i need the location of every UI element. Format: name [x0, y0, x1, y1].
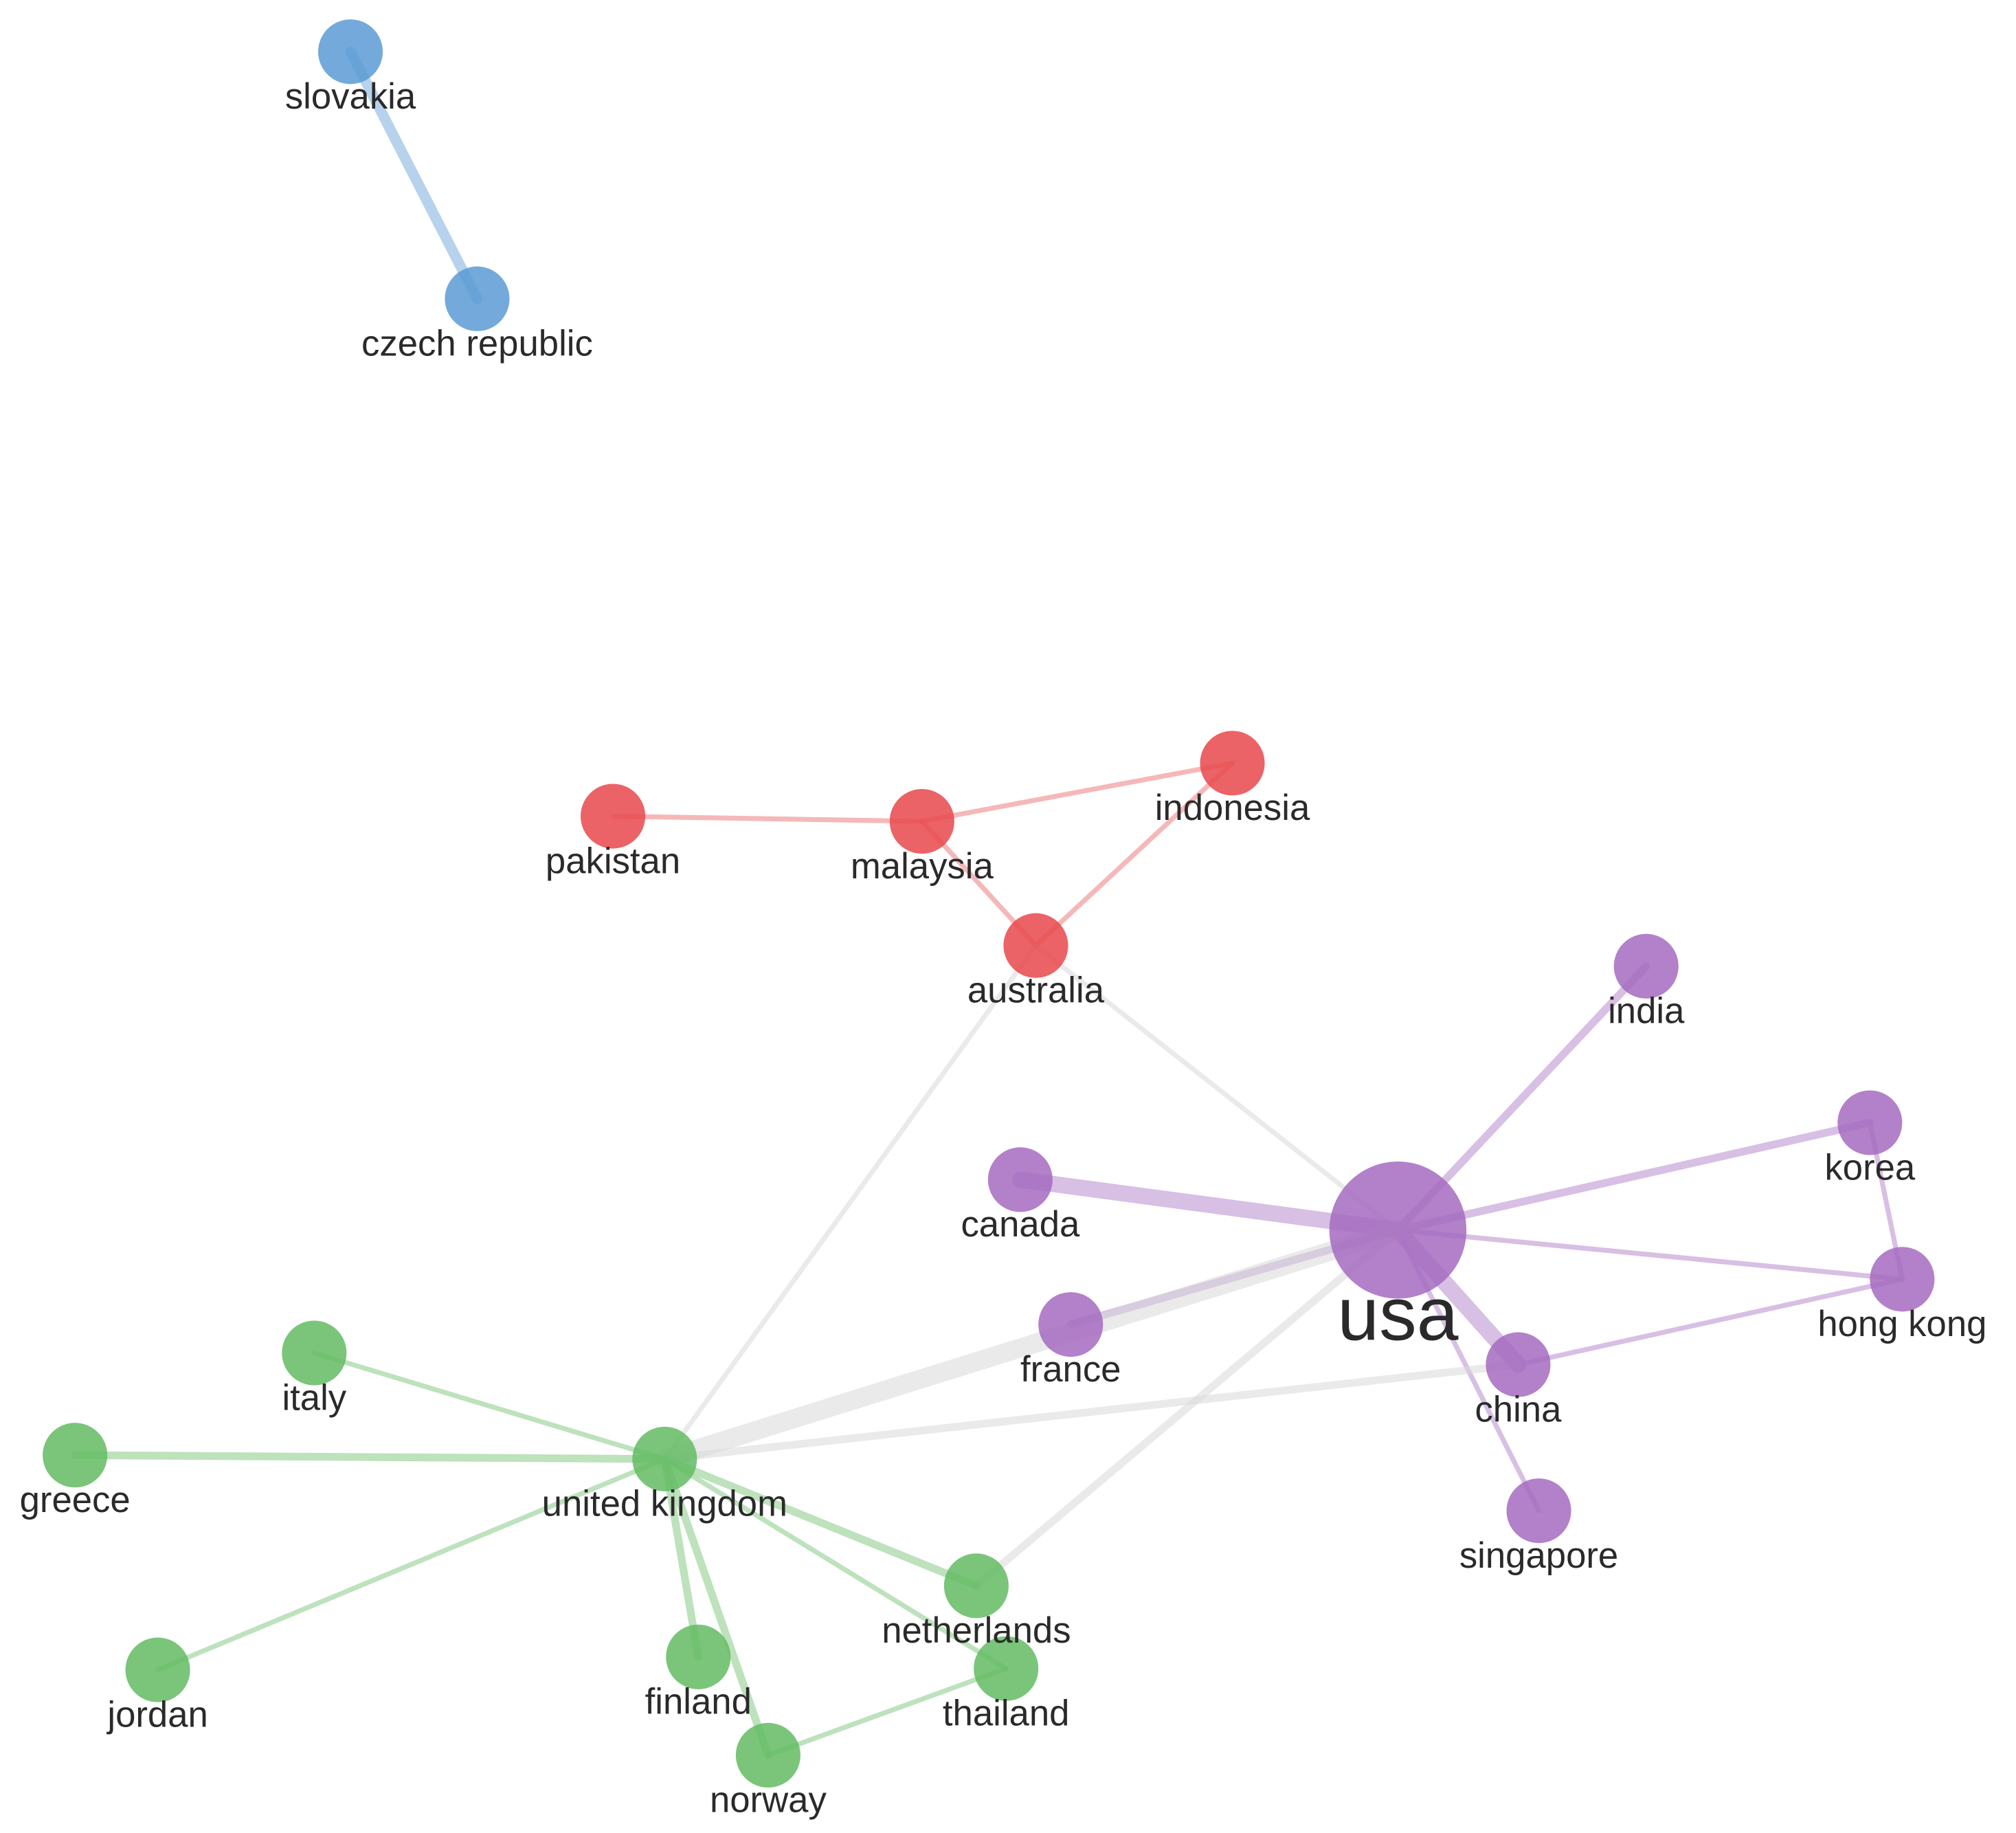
node-jordan[interactable] [125, 1637, 190, 1702]
edge-malaysia-indonesia [919, 760, 1235, 824]
edge-united-kingdom-netherlands [660, 1455, 981, 1590]
edge-china-hong-kong [1515, 1276, 1905, 1368]
node-canada[interactable] [987, 1147, 1053, 1212]
node-malaysia[interactable] [889, 789, 954, 854]
node-india[interactable] [1613, 933, 1679, 999]
node-label-italy: italy [282, 1377, 346, 1418]
edge-united-kingdom-greece [71, 1451, 669, 1463]
node-hong-kong[interactable] [1870, 1247, 1935, 1312]
node-slovakia[interactable] [317, 19, 383, 85]
node-label-united-kingdom: united kingdom [542, 1484, 787, 1524]
node-norway[interactable] [735, 1722, 800, 1788]
edge-australia-usa [1033, 943, 1400, 1233]
node-finland[interactable] [666, 1624, 731, 1689]
node-label-india: india [1608, 991, 1685, 1032]
edge-thailand-norway [765, 1666, 1009, 1758]
labels-layer: slovakia czech republic pakistan malaysia in… [20, 76, 1987, 1821]
node-italy[interactable] [282, 1320, 347, 1386]
edge-united-kingdom-thailand [662, 1456, 1009, 1671]
node-label-singapore: singapore [1459, 1535, 1618, 1576]
node-label-pakistan: pakistan [546, 841, 680, 881]
node-label-greece: greece [20, 1480, 131, 1520]
node-france[interactable] [1038, 1292, 1104, 1357]
node-label-australia: australia [967, 970, 1105, 1011]
edge-united-kingdom-china [660, 1360, 1523, 1463]
node-greece[interactable] [43, 1423, 108, 1488]
node-label-jordan: jordan [106, 1694, 208, 1735]
node-netherlands[interactable] [943, 1553, 1009, 1619]
node-label-indonesia: indonesia [1155, 788, 1310, 828]
edges-layer [71, 46, 1905, 1759]
node-pakistan[interactable] [581, 784, 646, 849]
node-korea[interactable] [1837, 1090, 1903, 1155]
edge-indonesia-australia [1033, 760, 1235, 948]
node-label-korea: korea [1824, 1147, 1915, 1188]
edge-slovakia-czech-republic [345, 46, 483, 304]
node-thailand[interactable] [974, 1636, 1039, 1701]
node-indonesia[interactable] [1200, 731, 1265, 796]
node-label-czech-republic: czech republic [361, 324, 593, 364]
edge-united-kingdom-norway [660, 1455, 772, 1759]
edge-united-kingdom-usa [655, 1220, 1408, 1469]
node-label-finland: finland [645, 1682, 752, 1722]
edge-usa-korea [1393, 1118, 1874, 1234]
node-label-slovakia: slovakia [285, 76, 416, 117]
nodes-layer [43, 19, 1935, 1788]
node-label-france: france [1020, 1349, 1121, 1390]
node-label-malaysia: malaysia [851, 846, 994, 887]
node-label-usa: usa [1337, 1273, 1458, 1357]
node-label-norway: norway [710, 1780, 827, 1821]
edge-pakistan-malaysia [610, 813, 925, 824]
node-label-canada: canada [961, 1204, 1080, 1245]
node-czech-republic[interactable] [445, 266, 510, 331]
node-usa[interactable] [1329, 1162, 1467, 1299]
edge-united-kingdom-italy [311, 1350, 667, 1462]
node-australia[interactable] [1003, 913, 1068, 978]
edge-usa-hong-kong [1395, 1227, 1905, 1282]
node-label-hong-kong: hong kong [1817, 1304, 1986, 1344]
node-label-china: china [1475, 1389, 1562, 1430]
node-label-netherlands: netherlands [882, 1610, 1071, 1651]
node-china[interactable] [1486, 1332, 1551, 1397]
node-label-thailand: thailand [943, 1693, 1070, 1734]
edge-united-kingdom-jordan [155, 1456, 667, 1673]
edge-netherlands-usa [972, 1226, 1402, 1590]
node-singapore[interactable] [1506, 1478, 1571, 1544]
edge-australia-united-kingdom [662, 943, 1039, 1462]
node-united-kingdom[interactable] [632, 1426, 697, 1491]
edge-united-kingdom-finland [660, 1455, 702, 1661]
